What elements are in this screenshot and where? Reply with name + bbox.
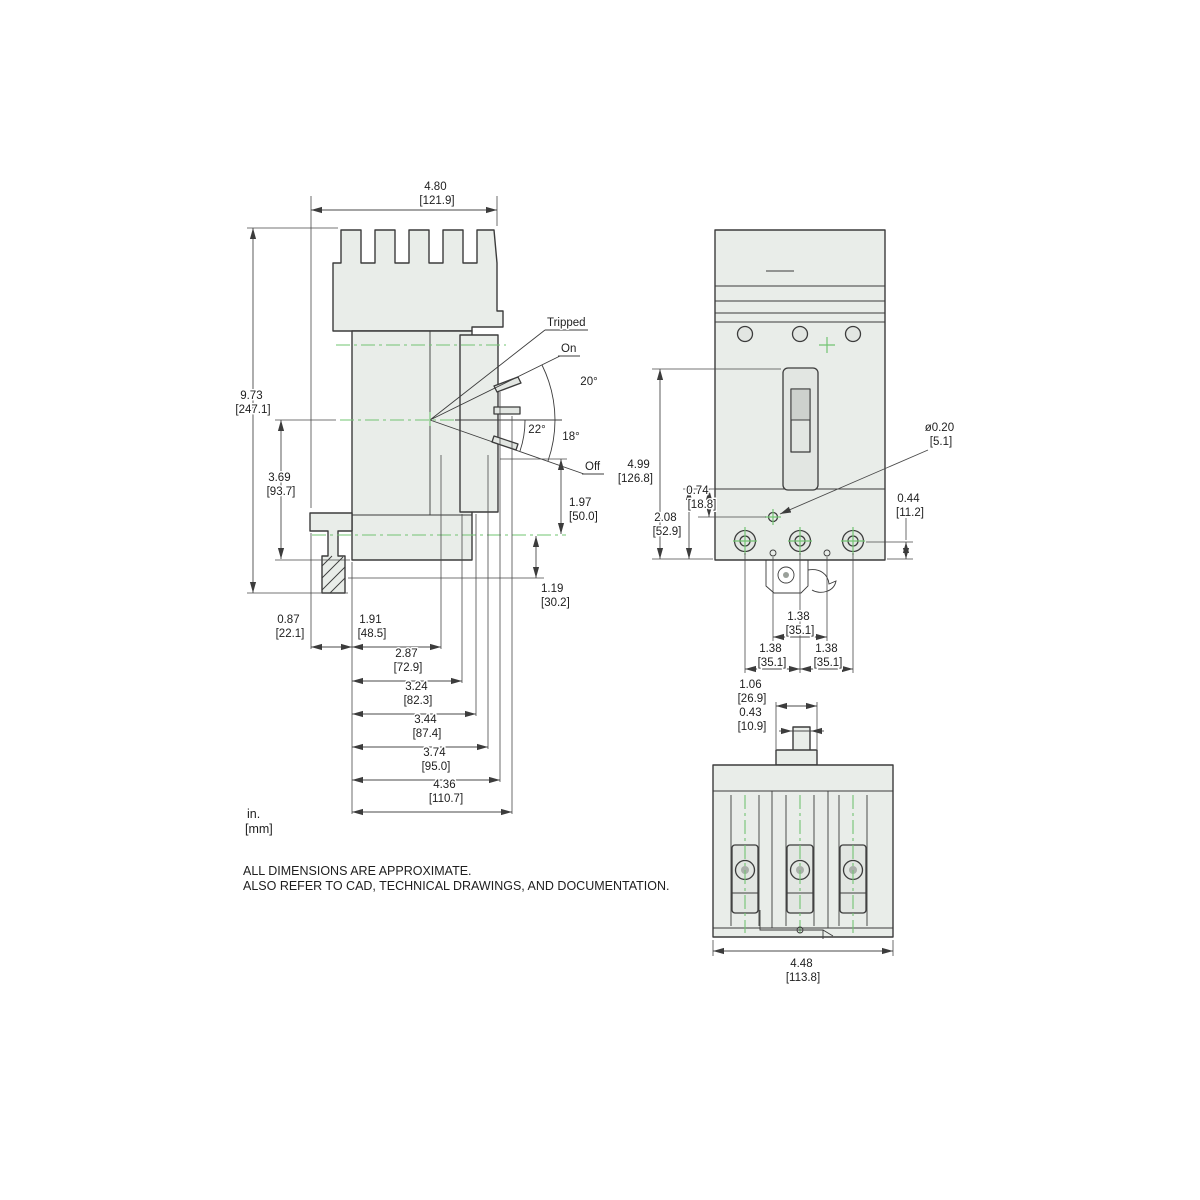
front-clamp-detail bbox=[765, 560, 837, 594]
side-handle-panel bbox=[459, 334, 499, 513]
side-lever-on bbox=[493, 406, 521, 415]
dim-text-lower-height: 3.69 [93.7] bbox=[267, 472, 296, 498]
angle-arcs bbox=[519, 364, 556, 462]
side-lever-tripped bbox=[493, 376, 522, 393]
bottom-extension-lines bbox=[712, 702, 894, 956]
front-clamp-screw-center bbox=[783, 572, 789, 578]
dim-text-overall-depth: 4.80 [121.9] bbox=[419, 181, 454, 207]
dim-text-pole-pitch-right: 1.38 [35.1] bbox=[814, 643, 843, 669]
front-terminal-right bbox=[841, 527, 865, 555]
side-centerlines bbox=[312, 344, 566, 536]
label-off: Off bbox=[585, 461, 601, 473]
dim-text-depth-3: 3.24 [82.3] bbox=[404, 681, 433, 707]
label-landing-lines bbox=[545, 329, 604, 475]
front-green-cross bbox=[819, 337, 835, 353]
front-extension-lines bbox=[652, 368, 913, 673]
disclaimer: ALL DIMENSIONS ARE APPROXIMATE. ALSO REF… bbox=[243, 864, 669, 893]
bottom-view: 1.06 [26.9] 0.43 [10.9] 4.48 [113.8] bbox=[712, 678, 894, 986]
dim-text-overall-width: 4.48 [113.8] bbox=[786, 958, 820, 984]
dim-text-hole-offset: 0.74 [18.8] bbox=[686, 485, 716, 511]
dim-text-depth-5: 3.74 [95.0] bbox=[422, 747, 451, 773]
front-screw-left bbox=[736, 325, 754, 343]
label-tripped: Tripped bbox=[547, 317, 586, 329]
dim-text-overall-height: 9.73 [247.1] bbox=[235, 390, 270, 416]
front-horizontal-lines bbox=[715, 270, 885, 490]
terminal-centermark bbox=[733, 527, 757, 555]
front-handle-grip bbox=[790, 388, 811, 421]
bottom-inner-lines bbox=[713, 790, 893, 929]
dim-text-front-height: 4.99 [126.8] bbox=[618, 459, 653, 485]
notes: in. [mm] ALL DIMENSIONS ARE APPROXIMATE.… bbox=[242, 806, 671, 895]
side-extension-lines bbox=[247, 196, 567, 814]
label-angle-lower: 18° bbox=[562, 431, 579, 443]
dim-text-terminal-bottom: 0.44 [11.2] bbox=[896, 493, 924, 519]
side-finned-top bbox=[332, 229, 504, 332]
dim-text-handle-width: 1.06 [26.9] bbox=[738, 679, 767, 705]
front-clamp-screw bbox=[777, 566, 795, 584]
label-angle-mid: 22° bbox=[528, 424, 545, 436]
dim-text-depth-2: 2.87 [72.9] bbox=[394, 648, 423, 674]
label-angle-upper: 20° bbox=[580, 376, 597, 388]
leader-hole-diameter bbox=[779, 449, 929, 515]
bottom-wire-junction bbox=[796, 926, 804, 934]
dim-text-hole-diameter: ø0.20 [5.1] bbox=[925, 422, 958, 448]
side-main-body bbox=[351, 330, 473, 561]
dim-text-front-lower: 2.08 [52.9] bbox=[653, 512, 682, 538]
bottom-handle-tab-wide bbox=[775, 749, 818, 766]
front-small-hole-right bbox=[823, 549, 831, 557]
front-terminal-left bbox=[733, 527, 757, 555]
terminal-centermark bbox=[788, 527, 812, 555]
foot-hatch-lines bbox=[321, 555, 346, 594]
bottom-wire-detail bbox=[759, 910, 834, 939]
front-handle-window bbox=[782, 367, 819, 491]
dim-text-base-zone: 1.19 [30.2] bbox=[541, 583, 570, 609]
dim-text-pole-pitch-left: 1.38 [35.1] bbox=[758, 643, 787, 669]
handle-fan-lines bbox=[429, 329, 585, 475]
dim-text-depth-1: 1.91 [48.5] bbox=[358, 614, 387, 640]
front-terminal-center bbox=[788, 527, 812, 555]
front-small-hole-left bbox=[769, 549, 777, 557]
dim-text-hole-pitch: 1.38 [35.1] bbox=[786, 611, 815, 637]
front-screw-center bbox=[791, 325, 809, 343]
terminal-centermark bbox=[841, 527, 865, 555]
dim-text-depth-4: 3.44 [87.4] bbox=[413, 714, 442, 740]
label-on: On bbox=[561, 343, 576, 355]
front-hole-centermark bbox=[765, 509, 781, 525]
dim-text-handle-thickness: 0.43 [10.9] bbox=[738, 707, 767, 733]
front-view: 4.99 [126.8] 0.74 [18.8] 2.08 [52.9] ø0.… bbox=[616, 229, 958, 673]
bottom-pole-centerlines bbox=[744, 795, 854, 933]
front-screw-right bbox=[844, 325, 862, 343]
dim-text-depth-0: 0.87 [22.1] bbox=[276, 614, 305, 640]
dim-text-depth-6: 4.36 [110.7] bbox=[429, 779, 463, 805]
dim-text-handle-zone: 1.97 [50.0] bbox=[569, 497, 598, 523]
units-note: in. [mm] bbox=[245, 807, 273, 836]
side-view: 4.80 [121.9] 9.73 [247.1] 3.69 [93.7] 1.… bbox=[234, 180, 604, 816]
